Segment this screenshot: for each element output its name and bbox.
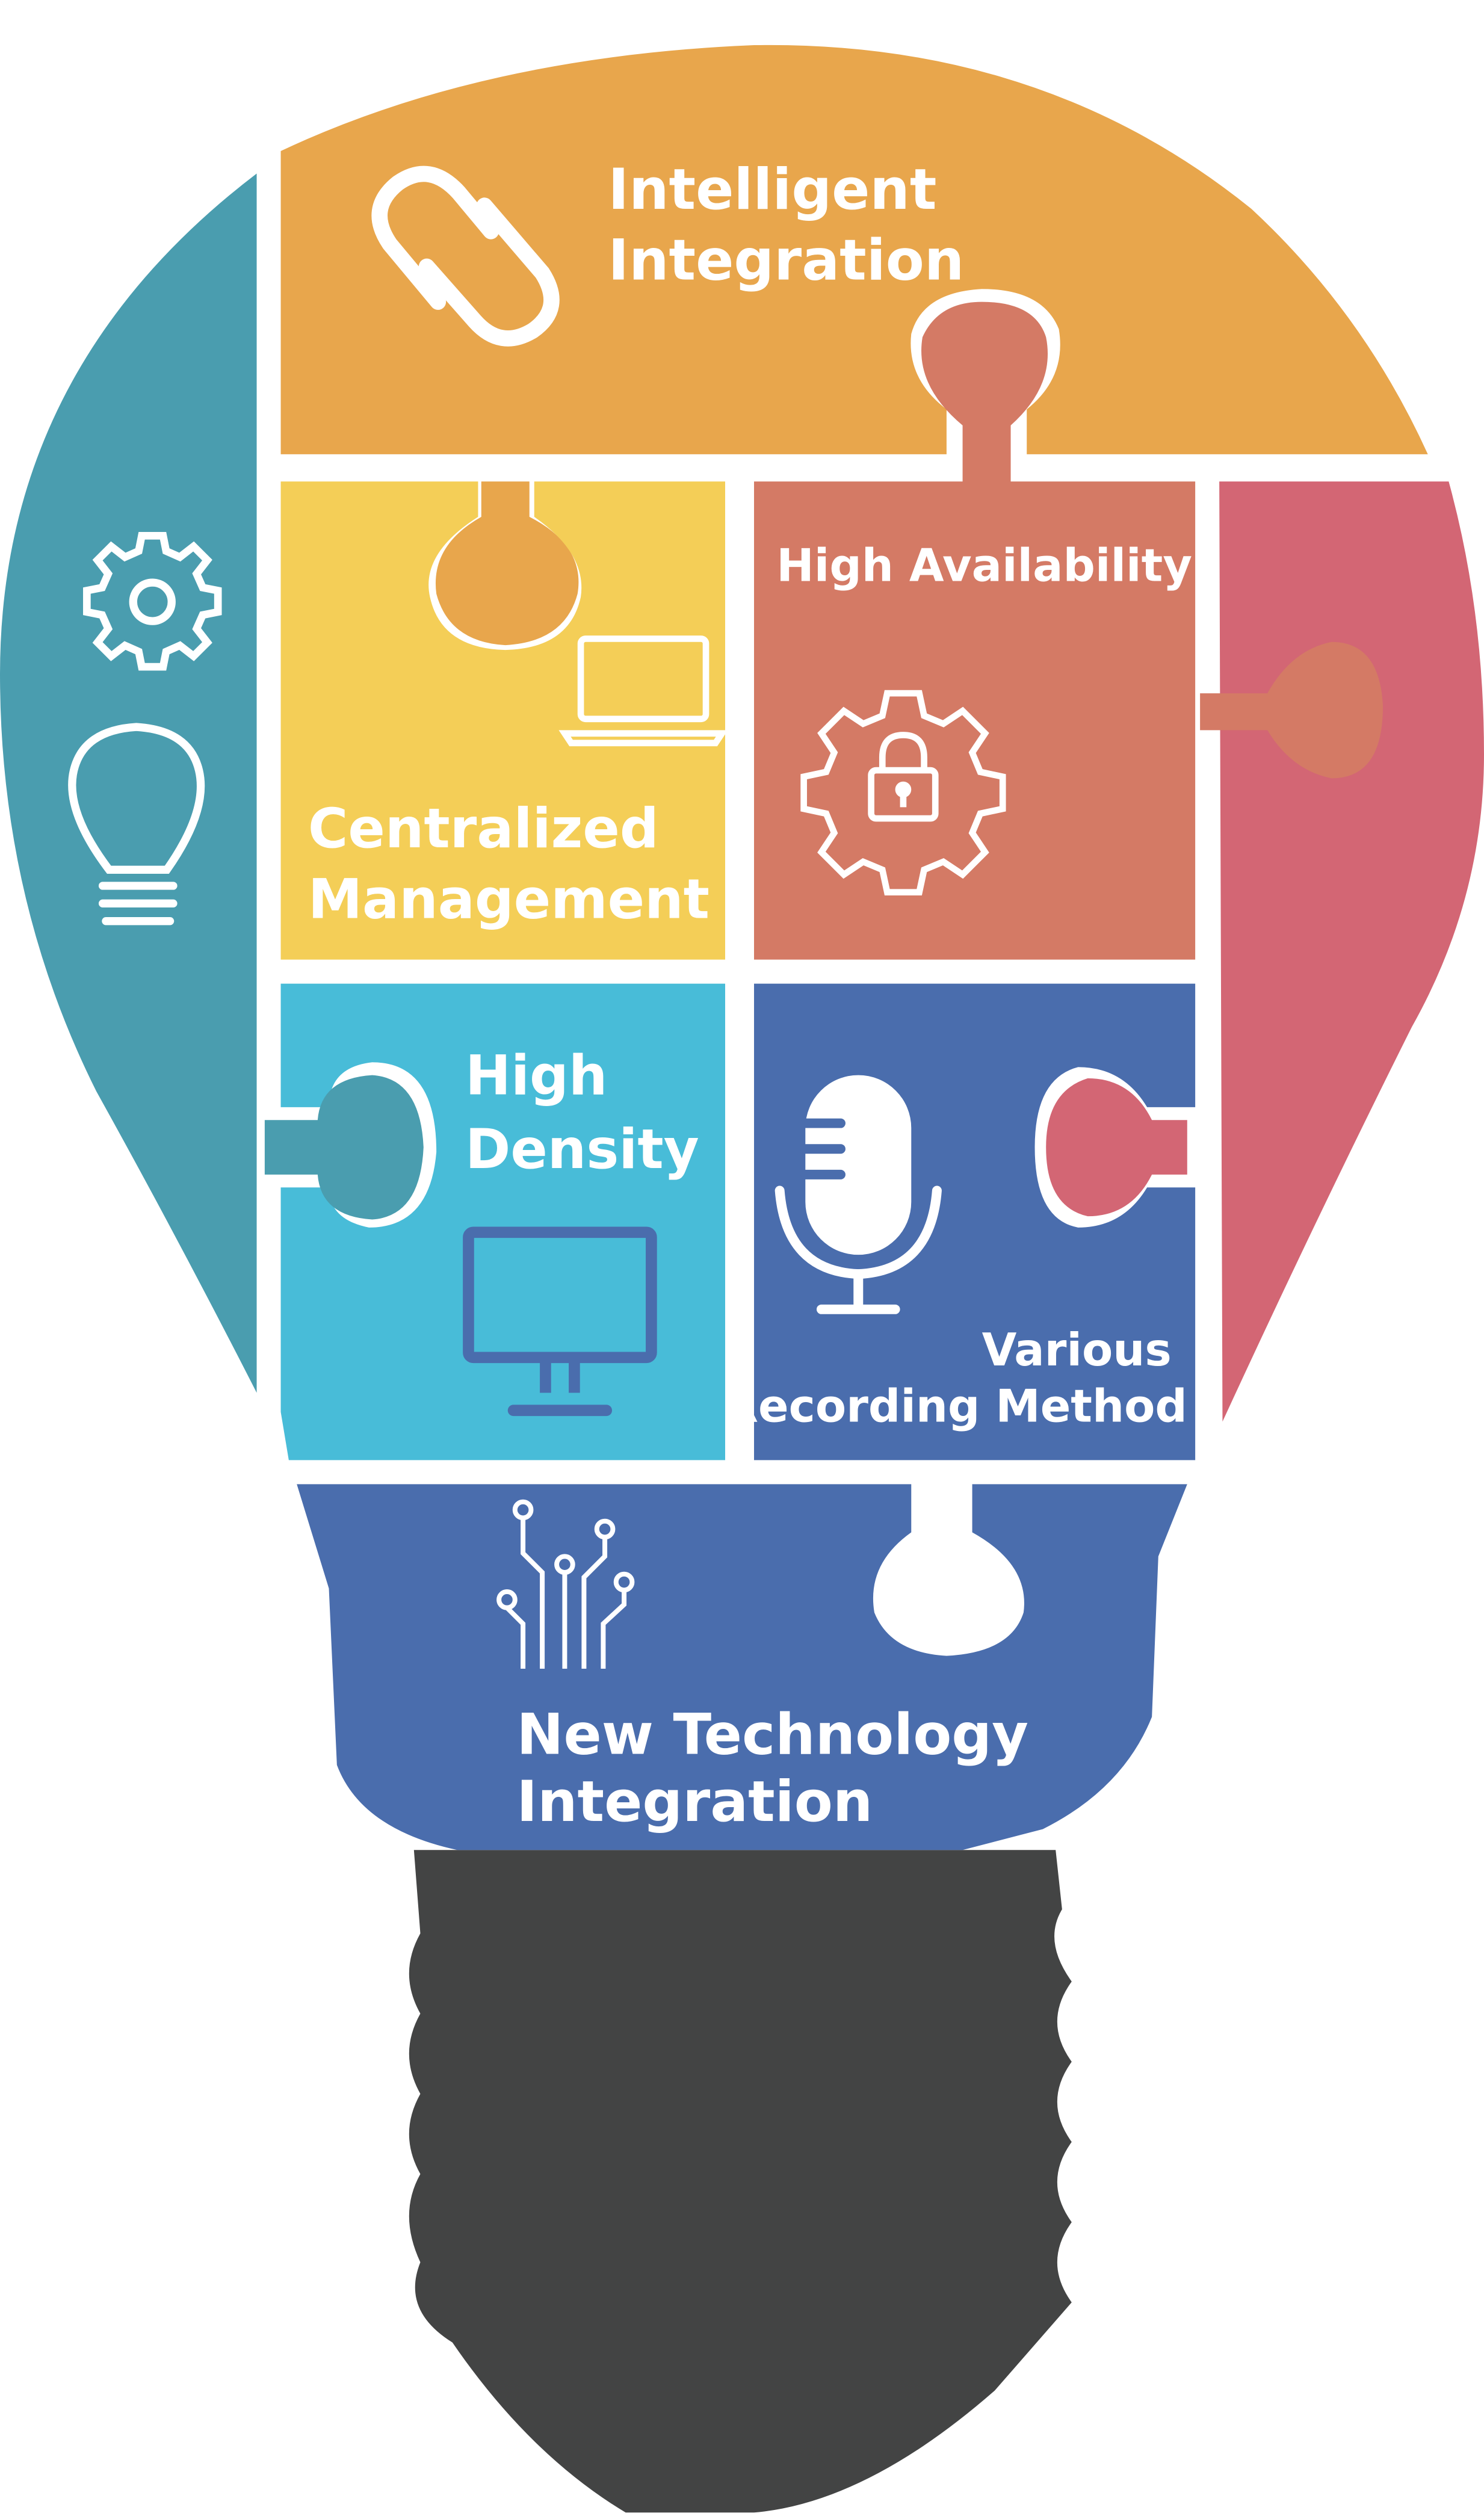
microphone-icon [774,1075,942,1314]
gear-lock-icon [800,690,1006,895]
monitor-icon [463,1226,657,1417]
right-panel [1219,481,1484,1422]
label-intelligent-integration: Intelligent Integration [608,157,964,293]
label-high-availability: High Availability [776,539,1192,592]
bulb-base [409,1850,1072,2513]
left-panel [0,173,257,1393]
label-various-recording-method: Various Recording Method [724,1324,1187,1432]
label-high-density: High Density [465,1045,699,1182]
circuit-icon [496,1499,635,1669]
laptop-icon [558,635,728,747]
paperclip-icon [371,165,560,347]
piece-various-recording-method: Various Recording Method [724,983,1196,1460]
piece-high-availability: High Availability [753,301,1384,960]
piece-intelligent-integration: Intelligent Integration [280,45,1428,646]
gear-icon [83,531,222,671]
label-centralized-management: Centralized Management [308,797,710,931]
piece-centralized-management: Centralized Management [280,481,728,960]
piece-new-technology-integration: New Technology Integration [297,1484,1187,1850]
piece-high-density: High Density [264,983,726,1460]
label-new-technology-integration: New Technology Integration [516,1702,1048,1835]
lightbulb-icon [68,723,205,926]
